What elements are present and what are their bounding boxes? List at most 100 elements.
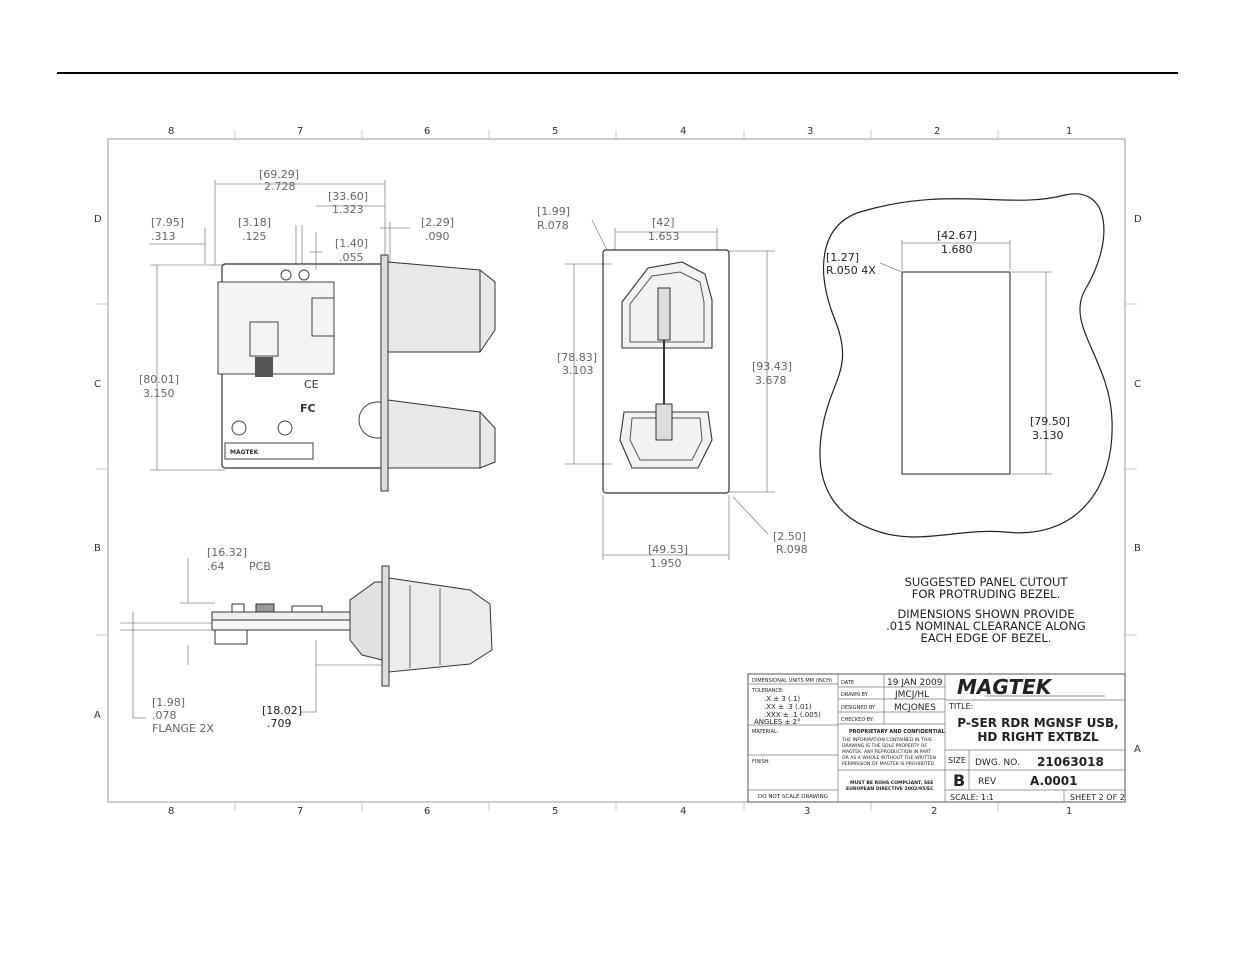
tb-prop-title: PROPRIETARY AND CONFIDENTIAL bbox=[849, 729, 946, 735]
zone-bottom-6: 6 bbox=[424, 806, 430, 817]
note-line-2: FOR PROTRUDING BEZEL. bbox=[912, 587, 1061, 601]
tb-tolerance: TOLERANCE: bbox=[751, 688, 784, 694]
cutout-view bbox=[819, 193, 1113, 538]
front-dim-4: [3.18] bbox=[238, 216, 271, 229]
zone-top-4: 4 bbox=[680, 126, 686, 137]
bezel-height-2-inch: 3.678 bbox=[755, 374, 787, 387]
tb-dwg-number: 21063018 bbox=[1037, 755, 1104, 769]
bezel-width-1-inch: 1.653 bbox=[648, 230, 680, 243]
tb-title-2: HD RIGHT EXTBZL bbox=[977, 730, 1099, 744]
front-dim-7-inch: 3.150 bbox=[143, 387, 175, 400]
side-dim-2-inch: .078 bbox=[152, 709, 177, 722]
tb-prop-4: OR AS A WHOLE WITHOUT THE WRITTEN bbox=[842, 755, 936, 761]
zone-bottom-3: 3 bbox=[804, 806, 810, 817]
note-line-5: EACH EDGE OF BEZEL. bbox=[921, 631, 1052, 645]
side-dim-2-label: FLANGE 2X bbox=[152, 722, 214, 735]
front-dim-6: [2.29] bbox=[421, 216, 454, 229]
zone-bottom-4: 4 bbox=[680, 806, 686, 817]
bezel-radius-1-inch: R.078 bbox=[537, 219, 569, 232]
tb-rev-label: REV bbox=[978, 777, 997, 787]
front-dim-2-inch: 1.323 bbox=[332, 203, 364, 216]
zone-ticks bbox=[96, 130, 1137, 811]
zone-top-1: 1 bbox=[1066, 126, 1072, 137]
bezel-height-2: [93.43] bbox=[752, 360, 792, 373]
zone-top-7: 7 bbox=[297, 126, 303, 137]
tb-tol-3: .XXX ± .1 (.005) bbox=[764, 711, 821, 719]
zone-right-b: B bbox=[1134, 543, 1141, 554]
tb-designed: MCJONES bbox=[894, 703, 936, 713]
zone-top-8: 8 bbox=[168, 126, 174, 137]
zone-left-a: A bbox=[94, 710, 101, 721]
side-dim-1-label: PCB bbox=[249, 560, 271, 573]
side-dim-1: [16.32] bbox=[207, 546, 247, 559]
tb-material: MATERIAL: bbox=[752, 729, 779, 735]
zone-bottom-5: 5 bbox=[552, 806, 558, 817]
bezel-height-1-inch: 3.103 bbox=[562, 364, 594, 377]
bezel-height-1: [78.83] bbox=[557, 351, 597, 364]
tb-prop-2: DRAWING IS THE SOLE PROPERTY OF bbox=[842, 743, 927, 749]
side-dim-3: [18.02] bbox=[262, 704, 302, 717]
note-line-1: SUGGESTED PANEL CUTOUT bbox=[905, 575, 1069, 589]
front-dim-5-inch: .055 bbox=[339, 251, 364, 264]
zone-top-5: 5 bbox=[552, 126, 558, 137]
pcb-brand-label: MAGTEK bbox=[230, 449, 259, 456]
zone-right-a: A bbox=[1134, 744, 1141, 755]
front-dim-3: [7.95] bbox=[151, 216, 184, 229]
side-view bbox=[120, 558, 493, 719]
front-dim-4-inch: .125 bbox=[242, 230, 267, 243]
cutout-radius: [1.27] bbox=[826, 251, 859, 264]
cutout-radius-inch: R.050 4X bbox=[826, 264, 876, 277]
tb-date: 19 JAN 2009 bbox=[887, 678, 943, 688]
zone-right-c: C bbox=[1134, 379, 1141, 390]
bezel-width-1: [42] bbox=[652, 216, 675, 229]
tb-rohs-1: MUST BE ROHS COMPLIANT, SEE bbox=[850, 780, 933, 786]
tb-sheet: SHEET 2 OF 2 bbox=[1070, 793, 1125, 802]
zone-bottom-1: 1 bbox=[1066, 806, 1072, 817]
zone-left-b: B bbox=[94, 543, 101, 554]
ce-mark-icon: CE bbox=[304, 378, 319, 391]
tb-prop-5: PERMISSION OF MAGTEK IS PROHIBITED. bbox=[842, 761, 936, 767]
zone-left-d: D bbox=[94, 214, 102, 225]
zone-left-c: C bbox=[94, 379, 101, 390]
tb-units: DIMENSIONAL UNITS MM (INCH) bbox=[752, 678, 832, 684]
tb-title-label: TITLE: bbox=[948, 702, 973, 711]
tb-drawn: JMCJ/HL bbox=[894, 690, 929, 700]
zone-bottom-8: 8 bbox=[168, 806, 174, 817]
note-line-3: DIMENSIONS SHOWN PROVIDE bbox=[897, 607, 1074, 621]
title-block bbox=[747, 673, 1126, 803]
zone-top-2: 2 bbox=[934, 126, 940, 137]
tb-tol-1: .X ± 3 (.1) bbox=[764, 695, 800, 703]
drawing-frame bbox=[107, 138, 1126, 803]
zone-bottom-7: 7 bbox=[297, 806, 303, 817]
front-dim-1: [69.29] bbox=[259, 168, 299, 181]
side-dim-1-inch: .64 bbox=[207, 560, 225, 573]
tb-size-label: SIZE bbox=[948, 756, 966, 765]
front-dim-3-inch: .313 bbox=[151, 230, 176, 243]
cutout-width: [42.67] bbox=[937, 229, 977, 242]
front-dim-5: [1.40] bbox=[335, 237, 368, 250]
bezel-view bbox=[565, 219, 775, 560]
side-dim-2: [1.98] bbox=[152, 696, 185, 709]
zone-top-3: 3 bbox=[807, 126, 813, 137]
tb-tol-2: .XX ± .3 (.01) bbox=[764, 703, 812, 711]
cutout-height: [79.50] bbox=[1030, 415, 1070, 428]
front-dim-7: [80.01] bbox=[139, 373, 179, 386]
tb-prop-3: MAGTEK. ANY REPRODUCTION IN PART bbox=[842, 749, 931, 755]
tb-date-label: DATE bbox=[841, 680, 854, 686]
tb-finish: FINISH: bbox=[752, 759, 770, 765]
tb-no-scale: DO NOT SCALE DRAWING bbox=[758, 794, 828, 800]
cutout-width-inch: 1.680 bbox=[941, 243, 973, 256]
bezel-radius-2: [2.50] bbox=[773, 530, 806, 543]
bezel-radius-2-inch: R.098 bbox=[776, 543, 808, 556]
tb-designed-label: DESIGNED BY bbox=[841, 705, 876, 711]
tb-rohs-2: EUROPEAN DIRECTIVE 2002/95/EC bbox=[846, 786, 934, 792]
bezel-width-2: [49.53] bbox=[648, 543, 688, 556]
front-view: MAGTEK FC CE bbox=[149, 180, 496, 492]
zone-top-6: 6 bbox=[424, 126, 430, 137]
tb-rev: A.0001 bbox=[1030, 774, 1077, 788]
tb-prop-1: THE INFORMATION CONTAINED IN THIS bbox=[841, 737, 932, 743]
tb-title-1: P-SER RDR MGNSF USB, bbox=[957, 716, 1118, 730]
tb-tol-4: ANGLES ± 2° bbox=[754, 718, 800, 726]
front-dim-1-inch: 2.728 bbox=[264, 180, 296, 193]
